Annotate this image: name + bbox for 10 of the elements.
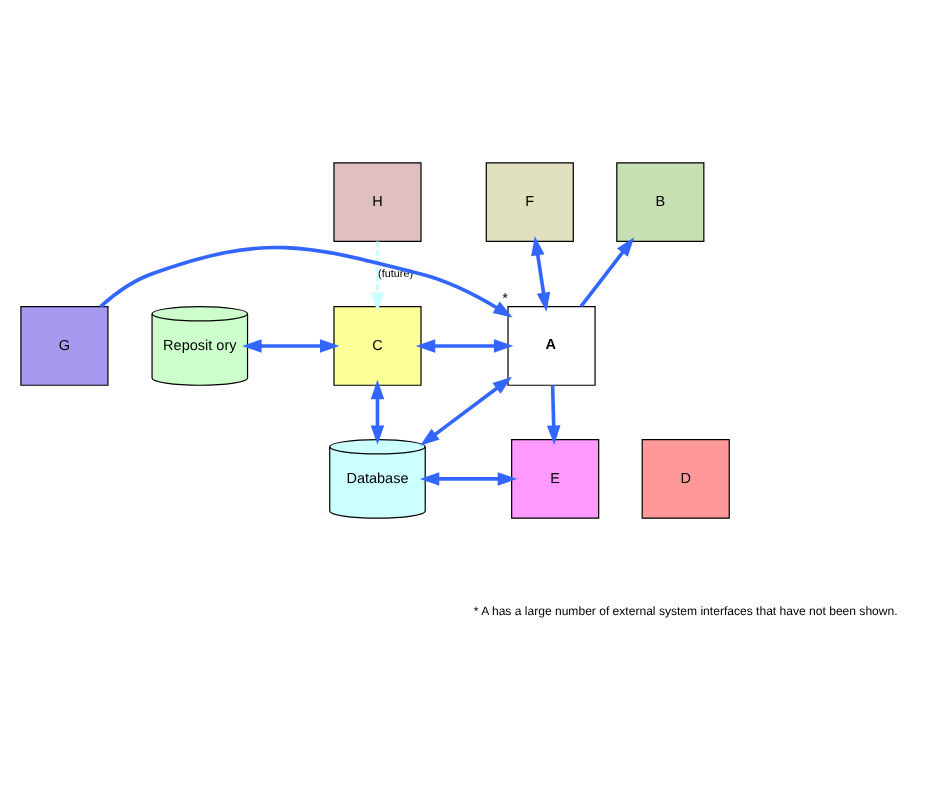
arrow [415,338,514,352]
arrow [419,471,518,485]
arrow [546,384,561,444]
arrow [242,338,340,352]
arrow [531,235,551,311]
arrow [99,244,513,317]
arrow [420,375,512,445]
arrow [370,240,385,311]
arrow [579,236,635,307]
arrow [370,378,385,444]
